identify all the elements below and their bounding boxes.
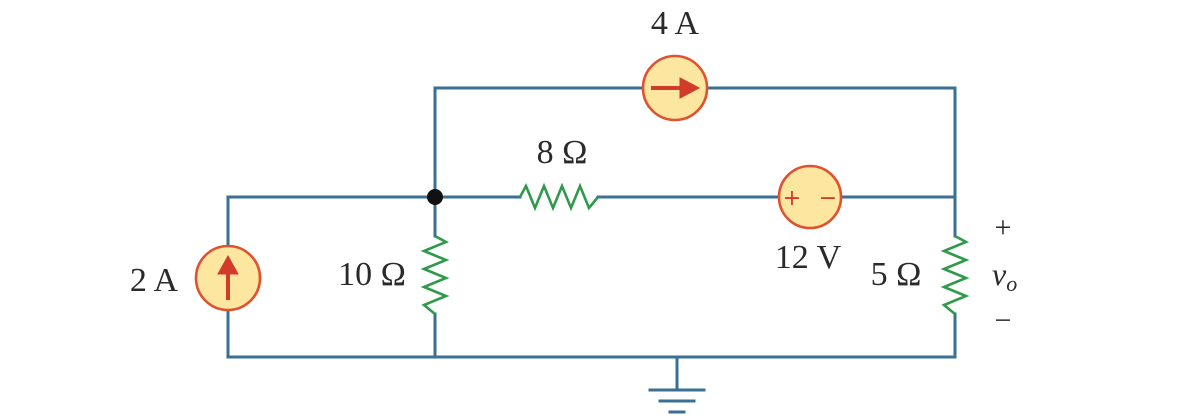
wires xyxy=(226,86,957,392)
output-voltage-subscript: o xyxy=(1006,271,1017,296)
label-2a: 2 A xyxy=(130,262,179,299)
label-8-ohm: 8 Ω xyxy=(537,134,588,171)
label-10-ohm: 10 Ω xyxy=(338,256,406,293)
arrow-right-icon xyxy=(651,77,701,99)
label-12v: 12 V xyxy=(775,239,842,276)
output-voltage-label: vo xyxy=(992,256,1017,296)
resistor-5-ohm xyxy=(940,234,970,316)
voltage-source-minus: − xyxy=(819,186,837,211)
current-source-4a xyxy=(641,54,709,122)
ground-icon xyxy=(648,388,706,414)
voltage-source-12v: + − xyxy=(777,164,843,230)
voltage-source-plus: + xyxy=(783,186,801,211)
arrow-up-icon xyxy=(217,254,239,300)
junction-node xyxy=(427,189,443,205)
current-source-2a xyxy=(194,244,262,312)
output-plus-sign: + xyxy=(995,211,1012,244)
output-minus-sign: − xyxy=(995,304,1012,337)
label-4a: 4 A xyxy=(651,5,700,42)
resistor-8-ohm xyxy=(518,182,600,212)
resistor-10-ohm xyxy=(420,234,450,316)
output-voltage-symbol: v xyxy=(992,256,1007,292)
label-5-ohm: 5 Ω xyxy=(871,256,922,293)
